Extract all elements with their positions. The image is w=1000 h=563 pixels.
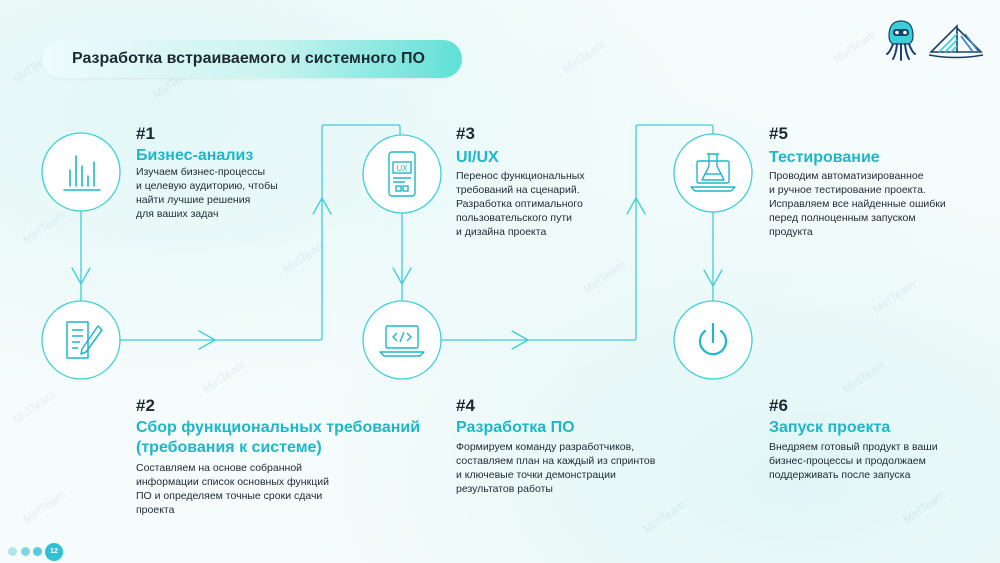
octopus-logo-icon xyxy=(884,18,918,67)
step-number-3: #3 xyxy=(456,124,475,143)
document-pen-icon xyxy=(66,321,103,359)
step-title-3: UI/UX xyxy=(456,149,499,166)
page-number: 12 xyxy=(45,543,63,561)
step-number-6: #6 xyxy=(769,396,788,415)
connector-2-3 xyxy=(119,124,401,341)
step-title-1: Бизнес-анализ xyxy=(136,147,254,164)
arrow-head xyxy=(198,330,216,350)
ship-logo-icon xyxy=(927,22,985,65)
ux-phone-icon: UX xyxy=(388,151,416,197)
arrow-head xyxy=(392,267,412,285)
step-circle-5 xyxy=(673,133,753,213)
step-title-2: Сбор функциональных требований(требовани… xyxy=(136,419,421,456)
flask-laptop-icon xyxy=(690,153,736,192)
step-title-5: Тестирование xyxy=(769,149,880,166)
arrow-head xyxy=(511,330,529,350)
step-circle-3 xyxy=(362,134,442,214)
page-title: Разработка встраиваемого и системного ПО xyxy=(72,50,425,67)
step-title-6: Запуск проекта xyxy=(769,419,891,436)
power-icon xyxy=(698,322,728,356)
arrow-head xyxy=(626,197,646,215)
step-circle-4 xyxy=(362,300,442,380)
step-number-1: #1 xyxy=(136,124,155,143)
arrow-head xyxy=(312,197,332,215)
pager-dot xyxy=(33,547,42,556)
step-description-4: Формируем команду разработчиков,составля… xyxy=(456,441,656,495)
step-number-5: #5 xyxy=(769,124,788,143)
code-laptop-icon xyxy=(379,325,425,357)
step-number-4: #4 xyxy=(456,396,475,415)
arrow-head xyxy=(71,267,91,285)
step-number-2: #2 xyxy=(136,396,155,415)
title-banner: Разработка встраиваемого и системного ПО xyxy=(42,40,462,78)
step-circle-1 xyxy=(41,132,121,212)
svg-text:UX: UX xyxy=(396,164,408,173)
arrow-head xyxy=(703,269,723,287)
step-circle-2 xyxy=(41,300,121,380)
bar-chart-icon xyxy=(63,155,101,191)
pager-dot xyxy=(8,547,17,556)
step-title-4: Разработка ПО xyxy=(456,419,575,436)
pager-dot xyxy=(21,547,30,556)
connector-4-5 xyxy=(440,124,714,341)
